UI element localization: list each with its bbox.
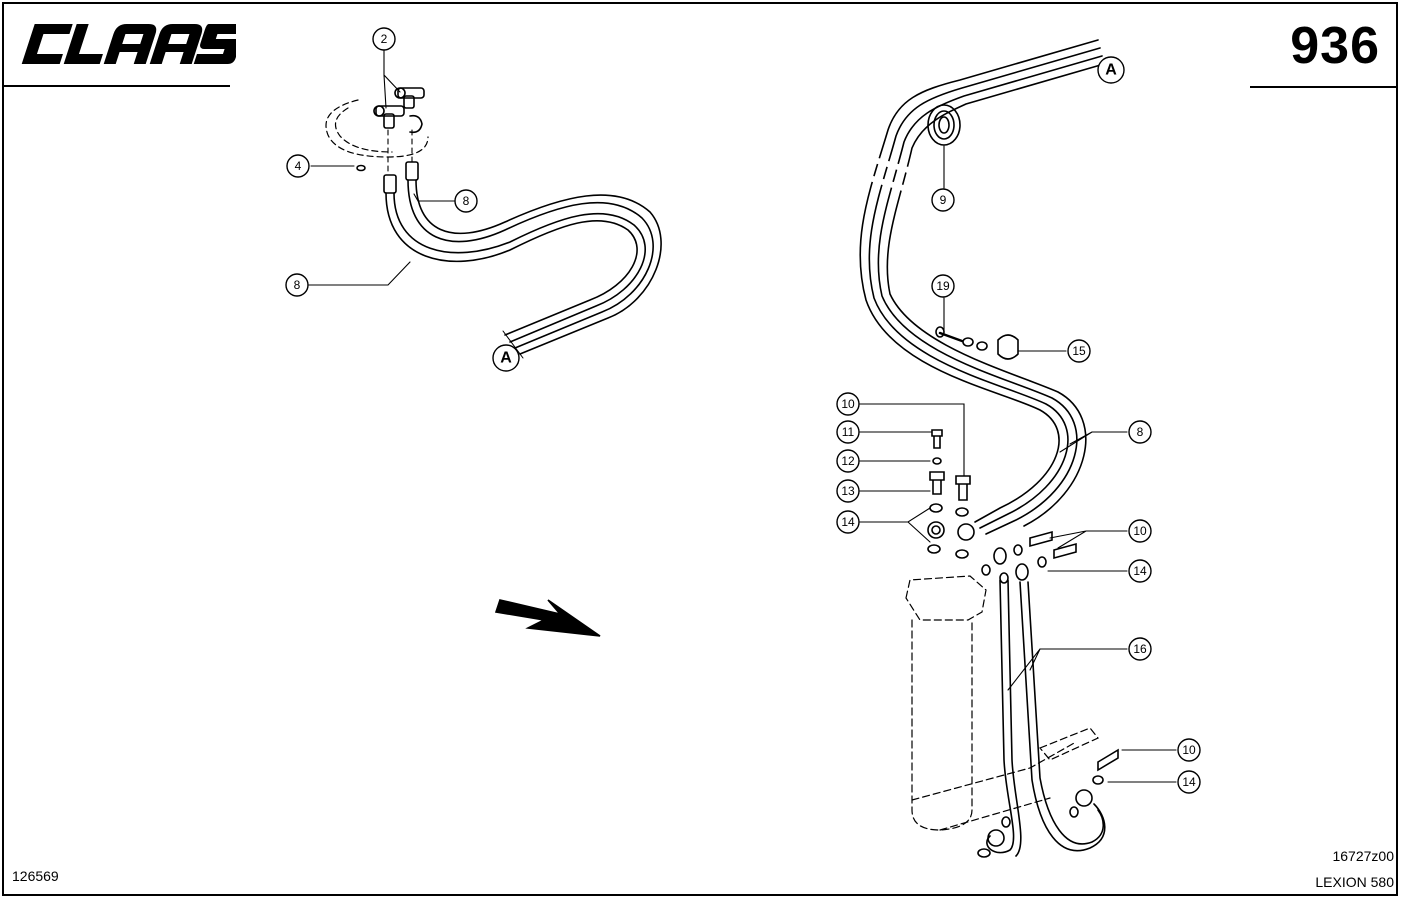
callout-14-b-label: 14	[1133, 564, 1147, 578]
logo-letter-a2	[149, 24, 203, 64]
callout-10-c-label: 10	[1182, 743, 1196, 757]
callout-10-a-label: 10	[841, 397, 855, 411]
page-number: 936	[1290, 17, 1380, 75]
callout-2-label: 2	[381, 32, 388, 46]
callout-13-label: 13	[841, 484, 855, 498]
logo-underline	[4, 85, 230, 87]
callout-14-a	[836, 510, 860, 534]
callout-2	[372, 27, 396, 51]
callout-4-label: 4	[295, 159, 302, 173]
callout-10-b	[1128, 519, 1152, 543]
banjo-fitting-lower-right	[1075, 789, 1093, 807]
right-hose-assembly	[859, 39, 1119, 858]
callout-14-b	[1128, 559, 1152, 583]
model-name: LEXION 580	[1315, 874, 1394, 890]
callout-10-a	[836, 392, 860, 416]
callout-15-label: 15	[1072, 344, 1086, 358]
hose-end-fitting-left	[383, 174, 397, 194]
callout-19	[931, 274, 955, 298]
callout-8-lower-label: 8	[294, 278, 301, 292]
bolt-19-clamp-15	[935, 326, 1019, 360]
direction-arrow	[494, 599, 601, 637]
tee-fitting-upper	[394, 87, 425, 109]
page-number-underline	[1250, 86, 1396, 88]
callout-15	[1067, 339, 1091, 363]
filter-housing	[905, 575, 1099, 831]
ref-mark-a-right: A	[1105, 62, 1117, 79]
leader-lines	[308, 49, 1177, 783]
callout-11-label: 11	[842, 425, 855, 439]
callout-14-c	[1177, 770, 1201, 794]
callout-10-b-label: 10	[1133, 524, 1147, 538]
callout-8-lower	[285, 273, 309, 297]
tee-fitting-lower	[373, 105, 423, 134]
hose-end-fitting-right	[405, 161, 419, 181]
ref-mark-a-right-circle	[1097, 56, 1125, 84]
grommet-9	[927, 104, 961, 146]
callout-13	[836, 479, 860, 503]
logo-letter-l	[63, 24, 103, 64]
document-number: 126569	[12, 868, 59, 884]
banjo-fitting-lower-left	[987, 829, 1005, 847]
callout-4	[286, 154, 310, 178]
ref-mark-a-left: A	[500, 350, 512, 367]
callout-9	[931, 188, 955, 212]
callout-9-label: 9	[940, 193, 947, 207]
hose-16-a	[986, 579, 1015, 854]
callout-14-c-label: 14	[1182, 775, 1196, 789]
logo-letter-c	[21, 24, 73, 64]
callout-8-right	[1128, 420, 1152, 444]
callout-12-label: 12	[841, 454, 855, 468]
logo-letter-s	[193, 24, 236, 64]
callout-8-upper-label: 8	[463, 194, 470, 208]
callout-16-label: 16	[1133, 642, 1147, 656]
callout-8-upper	[454, 189, 478, 213]
ref-mark-a-left-circle	[492, 344, 520, 372]
callout-19-label: 19	[936, 279, 950, 293]
left-hose-assembly	[325, 87, 662, 359]
logo-letter-a1	[103, 24, 157, 64]
callout-11	[836, 420, 860, 444]
drawing-number: 16727z00	[1332, 848, 1394, 864]
callout-8-right-label: 8	[1137, 425, 1144, 439]
callout-16	[1128, 637, 1152, 661]
claas-logo	[21, 24, 236, 64]
o-ring-4	[356, 164, 366, 172]
callout-12	[836, 449, 860, 473]
callout-10-c	[1177, 738, 1201, 762]
callout-14-a-label: 14	[841, 515, 855, 529]
hose-8-outer-a	[385, 192, 638, 336]
small-hardware	[927, 429, 1077, 584]
